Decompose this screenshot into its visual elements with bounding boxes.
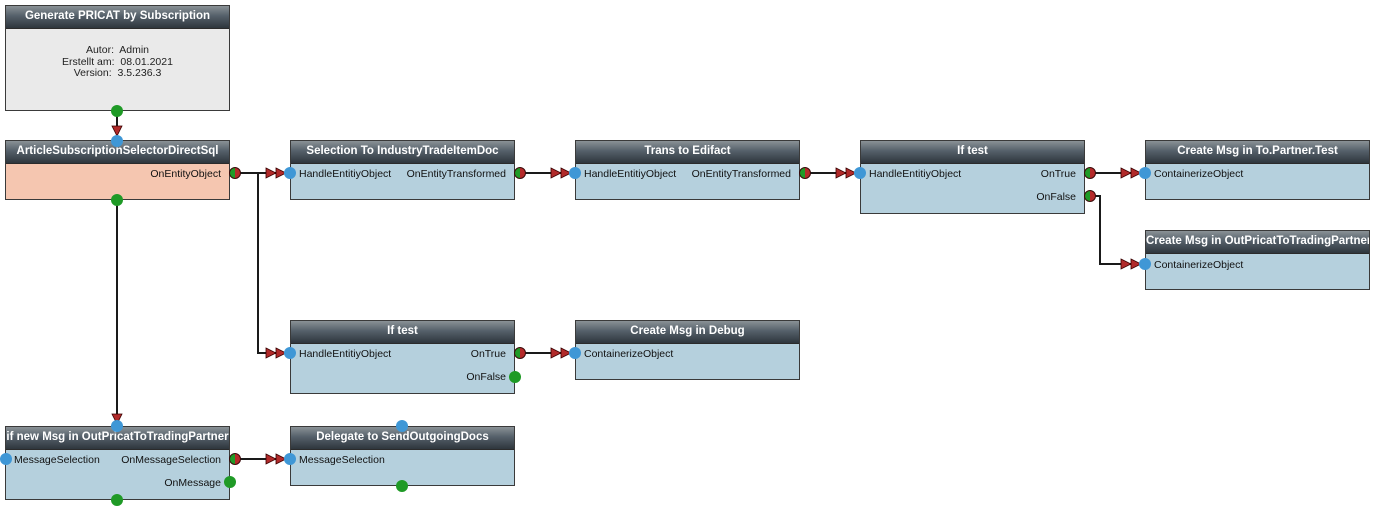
msg-outpricat-input-pin[interactable] <box>1139 258 1151 270</box>
node-create-msg-outpricat[interactable]: Create Msg in OutPricatToTradingPartner … <box>1145 230 1370 290</box>
arrow-ifnew-in <box>111 413 123 425</box>
port-label-on-entity-transformed: OnEntityTransformed <box>691 168 791 180</box>
port-label-handle-entity-object: HandleEntitiyObject <box>299 348 392 360</box>
node-title: Create Msg in To.Partner.Test <box>1146 141 1369 164</box>
node-if-test-1[interactable]: If test HandleEntitiyObject OnTrue OnFal… <box>860 140 1085 214</box>
port-label-on-false: OnFalse <box>466 371 506 383</box>
wire-iftest1-false-to-outpricat <box>1094 195 1143 265</box>
selector-bottom-pin[interactable] <box>111 194 123 206</box>
node-title: If test <box>291 321 514 344</box>
delegate-top-pin[interactable] <box>396 420 408 432</box>
selector-input-pin[interactable] <box>111 135 123 147</box>
iftest1-input-pin[interactable] <box>854 167 866 179</box>
port-label-on-entity-object: OnEntityObject <box>150 168 221 180</box>
msg-partner-input-pin[interactable] <box>1139 167 1151 179</box>
arrow-seldoc-in <box>265 167 287 179</box>
node-title: if new Msg in OutPricatToTradingPartner <box>6 427 229 450</box>
port-label-message-selection: MessageSelection <box>299 454 385 466</box>
node-article-subscription-selector[interactable]: ArticleSubscriptionSelectorDirectSql OnE… <box>5 140 230 200</box>
info-node-meta: Autor: Admin Erstellt am: 08.01.2021 Ver… <box>6 44 229 80</box>
wire-selector-to-iftest2 <box>257 173 288 354</box>
seldoc-input-pin[interactable] <box>284 167 296 179</box>
node-title: If test <box>861 141 1084 164</box>
seldoc-output-pin[interactable] <box>514 167 526 179</box>
arrow-debug-in <box>550 347 572 359</box>
node-title: Create Msg in OutPricatToTradingPartner <box>1146 231 1369 254</box>
arrow-iftest2-in <box>265 347 287 359</box>
port-label-handle-entity-object: HandleEntitiyObject <box>869 168 962 180</box>
created-value: 08.01.2021 <box>120 55 173 68</box>
author-value: Admin <box>119 44 150 56</box>
node-if-test-2[interactable]: If test HandleEntitiyObject OnTrue OnFal… <box>290 320 515 394</box>
iftest1-on-false-pin[interactable] <box>1084 190 1096 202</box>
delegate-bottom-pin[interactable] <box>396 480 408 492</box>
node-trans-to-edifact[interactable]: Trans to Edifact HandleEntitiyObject OnE… <box>575 140 800 200</box>
arrow-partner-in <box>1120 167 1142 179</box>
port-label-containerize-object: ContainerizeObject <box>1154 259 1244 271</box>
ifnew-on-message-selection-pin[interactable] <box>229 453 241 465</box>
port-label-on-false: OnFalse <box>1036 191 1076 203</box>
iftest2-on-true-pin[interactable] <box>514 347 526 359</box>
node-create-msg-partner-test[interactable]: Create Msg in To.Partner.Test Containeri… <box>1145 140 1370 200</box>
port-label-on-true: OnTrue <box>470 348 506 360</box>
info-output-pin[interactable] <box>111 105 123 117</box>
port-label-containerize-object: ContainerizeObject <box>1154 168 1244 180</box>
arrow-outpricat-in <box>1120 258 1142 270</box>
edifact-output-pin[interactable] <box>799 167 811 179</box>
port-label-handle-entity-object: HandleEntitiyObject <box>299 168 392 180</box>
info-node[interactable]: Generate PRICAT by Subscription Autor: A… <box>5 5 230 111</box>
node-title: Create Msg in Debug <box>576 321 799 344</box>
node-title: Selection To IndustryTradeItemDoc <box>291 141 514 164</box>
msg-debug-input-pin[interactable] <box>569 347 581 359</box>
arrow-edifact-in <box>550 167 572 179</box>
port-label-on-message-selection: OnMessageSelection <box>121 454 221 466</box>
delegate-input-pin[interactable] <box>284 453 296 465</box>
iftest2-on-false-pin[interactable] <box>509 371 521 383</box>
ifnew-on-message-pin[interactable] <box>224 476 236 488</box>
arrow-delegate-in <box>265 453 287 465</box>
iftest2-input-pin[interactable] <box>284 347 296 359</box>
iftest1-on-true-pin[interactable] <box>1084 167 1096 179</box>
node-delegate-send-outgoing-docs[interactable]: Delegate to SendOutgoingDocs MessageSele… <box>290 426 515 486</box>
node-title: Trans to Edifact <box>576 141 799 164</box>
node-title: Delegate to SendOutgoingDocs <box>291 427 514 450</box>
port-label-on-true: OnTrue <box>1040 168 1076 180</box>
port-label-message-selection: MessageSelection <box>14 454 100 466</box>
info-node-title: Generate PRICAT by Subscription <box>6 6 229 29</box>
author-label: Autor: <box>85 44 114 56</box>
node-title: ArticleSubscriptionSelectorDirectSql <box>6 141 229 164</box>
port-label-containerize-object: ContainerizeObject <box>584 348 674 360</box>
port-label-on-entity-transformed: OnEntityTransformed <box>406 168 506 180</box>
port-label-on-message: OnMessage <box>164 477 221 489</box>
node-if-new-msg-outpricat[interactable]: if new Msg in OutPricatToTradingPartner … <box>5 426 230 500</box>
version-value: 3.5.236.3 <box>117 67 162 79</box>
arrow-iftest1-in <box>835 167 857 179</box>
ifnew-bottom-pin[interactable] <box>111 494 123 506</box>
node-selection-to-industry-trade-item-doc[interactable]: Selection To IndustryTradeItemDoc Handle… <box>290 140 515 200</box>
ifnew-top-pin[interactable] <box>111 420 123 432</box>
created-label: Erstellt am: <box>62 55 115 68</box>
arrow-selector-in <box>111 125 123 137</box>
edifact-input-pin[interactable] <box>569 167 581 179</box>
version-label: Version: <box>73 67 112 79</box>
ifnew-input-pin[interactable] <box>0 453 12 465</box>
selector-output-pin-on-entity-object[interactable] <box>229 167 241 179</box>
port-label-handle-entity-object: HandleEntitiyObject <box>584 168 677 180</box>
node-create-msg-debug[interactable]: Create Msg in Debug ContainerizeObject <box>575 320 800 380</box>
